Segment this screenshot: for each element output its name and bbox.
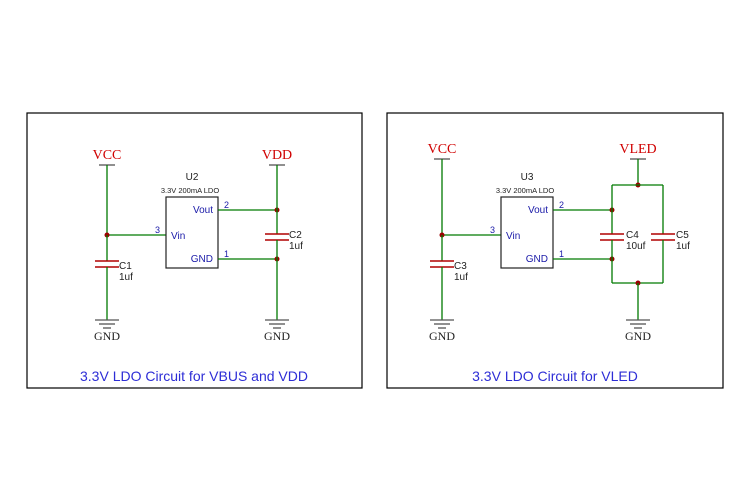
c2-value: 1uf xyxy=(289,241,303,252)
u3-body xyxy=(500,196,554,269)
c4-designator: C4 xyxy=(626,230,639,241)
u3-designator: U3 xyxy=(521,172,534,183)
u2-pin-vin-num: 3 xyxy=(155,225,160,235)
c2-designator: C2 xyxy=(289,230,302,241)
left-panel-title: 3.3V LDO Circuit for VBUS and VDD xyxy=(80,368,308,384)
u3-pin-vin-num: 3 xyxy=(490,225,495,235)
u2-pin-gnd-num: 1 xyxy=(224,249,229,259)
left-panel-frame xyxy=(26,112,363,389)
u3-pin-vout-num: 2 xyxy=(559,200,564,210)
u3-pin-gnd-num: 1 xyxy=(559,249,564,259)
c1-value: 1uf xyxy=(119,272,133,283)
u2-value: 3.3V 200mA LDO xyxy=(161,186,220,195)
right-panel: VCC C3 1uf GND U3 3.3V 200mA LDO Vout Vi… xyxy=(386,112,724,389)
left-panel: VCC C1 1uf GND U2 3.3V 200mA LDO Vout Vi… xyxy=(26,112,363,389)
u3-pin-vin: Vin xyxy=(506,231,520,242)
c1-designator: C1 xyxy=(119,261,132,272)
c3-value: 1uf xyxy=(454,272,468,283)
left-gnd-label: GND xyxy=(94,329,120,343)
u2-pin-vout: Vout xyxy=(193,205,213,216)
right-gnd-label: GND xyxy=(429,329,455,343)
right-panel-title: 3.3V LDO Circuit for VLED xyxy=(472,368,638,384)
right-gnd2-label: GND xyxy=(625,329,651,343)
right-vled-label: VLED xyxy=(619,142,656,157)
right-vcc-label: VCC xyxy=(428,142,457,157)
u2-pin-gnd: GND xyxy=(191,254,213,265)
c4-value: 10uf xyxy=(626,241,646,252)
left-gnd2-label: GND xyxy=(264,329,290,343)
u2-designator: U2 xyxy=(186,172,199,183)
c3-designator: C3 xyxy=(454,261,467,272)
u3-pin-gnd: GND xyxy=(526,254,548,265)
c5-value: 1uf xyxy=(676,241,690,252)
u3-value: 3.3V 200mA LDO xyxy=(496,186,555,195)
u3-pin-vout: Vout xyxy=(528,205,548,216)
right-panel-frame xyxy=(386,112,724,389)
u2-pin-vout-num: 2 xyxy=(224,200,229,210)
u2-body xyxy=(165,196,219,269)
c5-designator: C5 xyxy=(676,230,689,241)
left-vdd-label: VDD xyxy=(262,148,292,163)
left-vcc-label: VCC xyxy=(93,148,122,163)
u2-pin-vin: Vin xyxy=(171,231,185,242)
